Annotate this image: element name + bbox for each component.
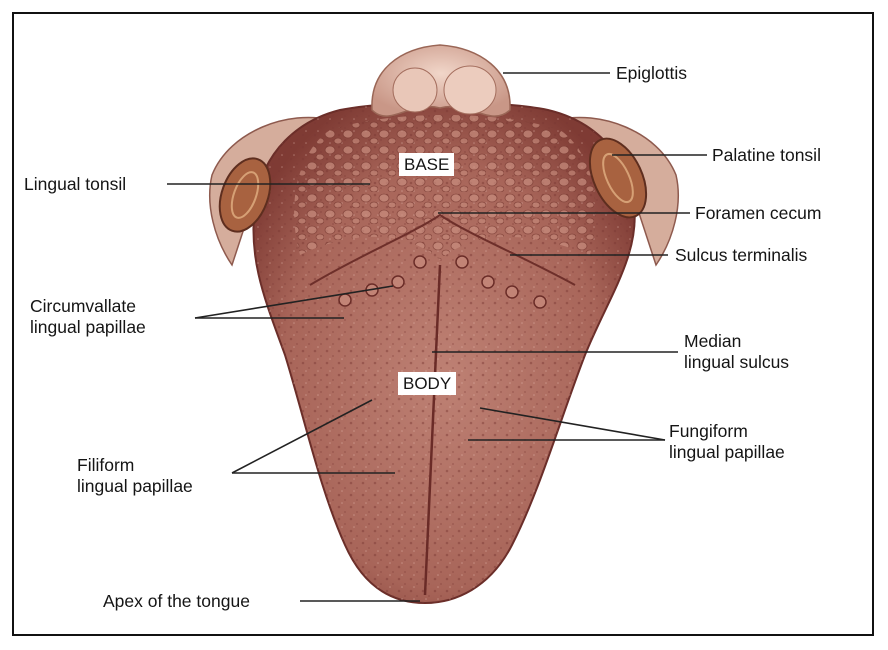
leader-lines [167,72,707,602]
leader-fungiform-a [479,407,666,441]
epiglottis-right-lobe [443,65,497,115]
label-median-line1: Median [684,331,742,351]
label-median-line2: lingual sulcus [684,352,790,372]
diagram-frame [12,12,874,636]
sulcus-terminalis-line [309,213,576,286]
label-filiform-line1: Filiform [77,455,135,475]
label-circumvallate-line2: lingual papillae [30,317,146,337]
label-fungiform-line2: lingual papillae [669,442,785,462]
label-palatine-tonsil: Palatine tonsil [712,145,821,165]
label-epiglottis: Epiglottis [616,63,688,83]
label-lingual-tonsil: Lingual tonsil [24,174,127,194]
leader-circumvallate-a [194,285,394,319]
label-foramen-cecum: Foramen cecum [695,203,822,223]
label-filiform-line2: lingual papillae [77,476,193,496]
label-sulcus-terminalis: Sulcus terminalis [675,245,808,265]
lingual-tonsil-area [294,115,596,260]
epiglottis-left-lobe [392,67,438,113]
label-circumvallate-line1: Circumvallate [30,296,136,316]
region-base-tag: BASE [399,153,455,176]
label-apex: Apex of the tongue [103,591,250,611]
region-body-tag: BODY [398,372,457,395]
leader-filiform-a [231,399,373,474]
median-sulcus-line [423,264,442,596]
label-fungiform-line1: Fungiform [669,421,748,441]
circumvallate-papillae [338,255,547,309]
